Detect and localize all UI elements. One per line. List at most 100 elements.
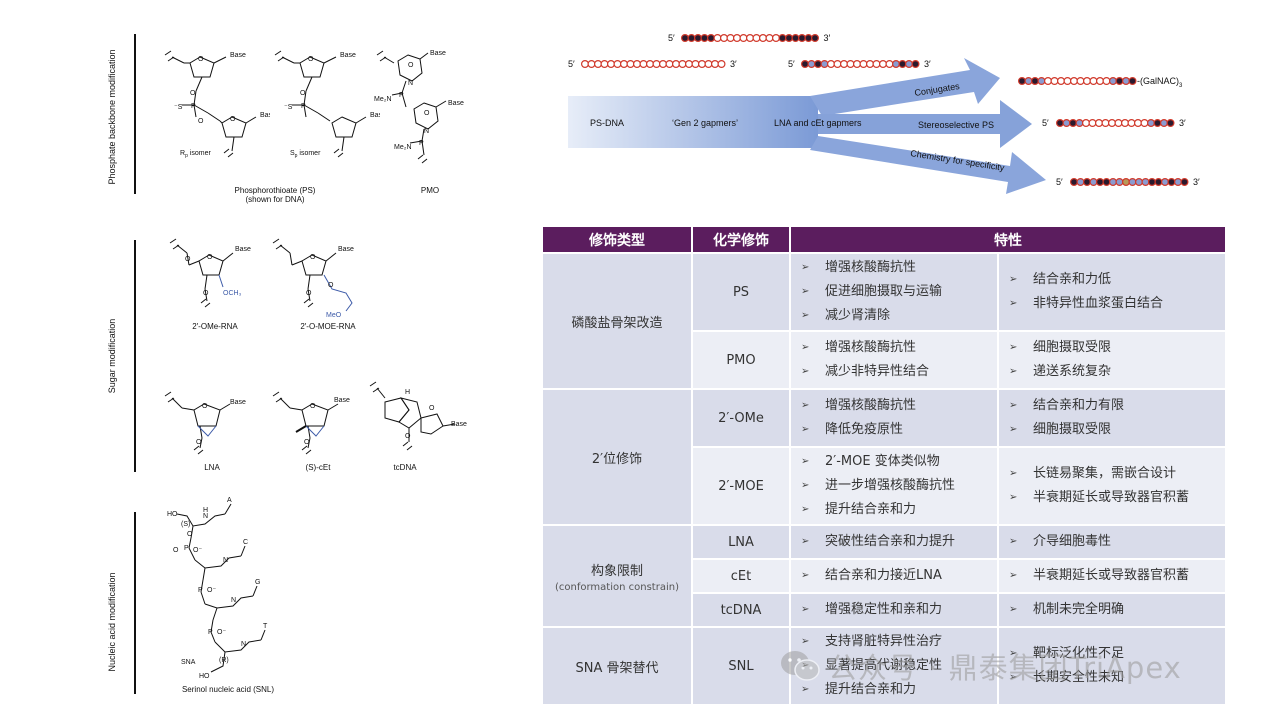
mod-type-cell: SNA 骨架替代 <box>543 628 691 704</box>
advantages-cell: ➢ 增强核酸酶抗性 ➢减少非特异性结合 <box>791 332 997 388</box>
table-row: PMO➢增强核酸酶抗性➢减少非特异性结合➢细胞摄取受限➢递送系统复杂 <box>543 332 1225 388</box>
nucleotide-bead <box>814 59 823 68</box>
bullet-arrow-icon: ➢ <box>801 286 810 297</box>
bullet-text: 降低免疫原性 <box>825 422 904 437</box>
snl-structure: HO (S) N H A O P O O⁻ N C P O⁻ N G P O⁻ … <box>167 497 268 680</box>
svg-text:P: P <box>198 587 203 594</box>
nucleotide-bead <box>1050 76 1059 85</box>
svg-text:G: G <box>255 579 260 586</box>
bullet-text: 减少肾清除 <box>825 308 891 323</box>
bullet-text: 介导细胞毒性 <box>1033 534 1112 549</box>
nucleotide-bead <box>680 34 689 43</box>
bullet-text: 提升结合亲和力 <box>825 502 917 517</box>
nucleotide-bead <box>1108 178 1117 187</box>
nucleotide-bead <box>726 34 735 43</box>
svg-text:⁻S: ⁻S <box>174 104 183 111</box>
bullet-arrow-icon: ➢ <box>1009 672 1018 683</box>
chem-mod-cell: 2′-MOE <box>693 448 789 524</box>
svg-text:P: P <box>419 140 424 147</box>
nucleotide-bead <box>1070 178 1079 187</box>
svg-text:Rp isomer: Rp isomer <box>180 150 211 159</box>
nucleotide-bead <box>866 59 875 68</box>
mod-type-sublabel: (conformation constrain) <box>555 581 679 593</box>
ps-caption: Phosphorothioate (PS) (shown for DNA) <box>234 186 316 204</box>
strand-psdna-3: 3′ <box>730 59 737 69</box>
svg-text:O: O <box>306 290 312 297</box>
table-row: 2′-MOE➢2′-MOE 变体类似物➢进一步增强核酸酶抗性➢提升结合亲和力➢长… <box>543 448 1225 524</box>
nucleotide-bead <box>1082 178 1091 187</box>
bullet-text: 提升结合亲和力 <box>825 682 917 697</box>
limitation-item: ➢细胞摄取受限 <box>1009 336 1225 360</box>
bullet-arrow-icon: ➢ <box>801 480 810 491</box>
nucleotide-bead <box>1094 118 1103 127</box>
svg-text:Sp isomer: Sp isomer <box>290 150 321 159</box>
advantages-cell: ➢结合亲和力接近LNA <box>791 560 997 592</box>
svg-text:Base: Base <box>260 112 270 119</box>
nucleotide-bead <box>713 34 722 43</box>
advantage-item: ➢突破性结合亲和力提升 <box>801 530 997 554</box>
nucleotide-bead <box>807 59 816 68</box>
ps-sp-structure: Base O O P ⁻S Base Sp isomer <box>274 50 380 159</box>
strand-psdna-5: 5′ <box>568 59 575 69</box>
advantage-item: ➢减少非特异性结合 <box>801 360 997 384</box>
nucleotide-bead <box>1031 76 1040 85</box>
mod-type-label: 磷酸盐骨架改造 <box>571 315 663 331</box>
bullet-text: 长链易聚集，需嵌合设计 <box>1033 466 1177 481</box>
advantage-item: ➢促进细胞摄取与运输 <box>801 280 997 304</box>
svg-text:Base: Base <box>230 399 246 406</box>
tcdna-structure: H O Base O <box>369 381 467 451</box>
limitations-cell: ➢结合亲和力低➢非特异性血浆蛋白结合 <box>999 254 1225 330</box>
bullet-arrow-icon: ➢ <box>801 636 810 647</box>
limitation-item: ➢非特异性血浆蛋白结合 <box>1009 292 1225 316</box>
moe-rna-structure: Base O O O MeO <box>272 238 354 319</box>
bullet-text: 靶标泛化性不足 <box>1033 646 1125 661</box>
nucleotide-bead <box>711 59 720 68</box>
svg-text:Base: Base <box>448 100 464 107</box>
nucleotide-bead <box>1167 178 1176 187</box>
advantage-item: ➢进一步增强核酸酶抗性 <box>801 474 997 498</box>
chem-mod-cell: PS <box>693 254 789 330</box>
limitations-cell: ➢细胞摄取受限➢ 递送系统复杂 <box>999 332 1225 388</box>
oligo-evolution-diagram: PS-DNA ‘Gen 2 gapmers’ LNA and cEt gapme… <box>568 33 1200 194</box>
nucleotide-bead <box>820 59 829 68</box>
ome-rna-structure: Base O O O OCH₃ <box>169 238 251 308</box>
bullet-arrow-icon: ➢ <box>801 504 810 515</box>
bullet-text: 增强核酸酶抗性 <box>825 340 917 355</box>
nucleotide-bead <box>1057 76 1066 85</box>
branch-arrow-stereo <box>818 100 1032 148</box>
strand-top <box>680 34 820 43</box>
svg-text:OCH₃: OCH₃ <box>223 290 242 297</box>
bullet-arrow-icon: ➢ <box>801 424 810 435</box>
wechat-icon <box>781 651 820 681</box>
limitations-cell: ➢靶标泛化性不足➢长期安全性未知 <box>999 628 1225 704</box>
lna-caption: LNA <box>204 463 220 472</box>
bullet-arrow-icon: ➢ <box>801 342 810 353</box>
nucleotide-bead <box>704 59 713 68</box>
bullet-arrow-icon: ➢ <box>1009 400 1018 411</box>
nucleotide-bead <box>1121 76 1130 85</box>
svg-text:O: O <box>310 403 316 410</box>
bullet-text: 增强稳定性和亲和力 <box>825 602 943 617</box>
pmo-structure: Base O N P Me₂N Base O N P Me₂N <box>374 50 464 164</box>
svg-text:P: P <box>208 629 213 636</box>
advantage-item: ➢增强核酸酶抗性 <box>801 256 997 280</box>
svg-text:O⁻: O⁻ <box>193 547 202 554</box>
nucleotide-bead <box>1101 118 1110 127</box>
strand-chem-3: 3′ <box>1193 177 1200 187</box>
svg-text:O: O <box>185 256 191 263</box>
cet-caption: (S)-cEt <box>305 463 331 472</box>
bullet-text: 增强核酸酶抗性 <box>825 398 917 413</box>
table-row: tcDNA➢增强稳定性和亲和力➢机制未完全明确 <box>543 594 1225 626</box>
nucleotide-bead <box>1037 76 1046 85</box>
nucleotide-bead <box>1180 178 1189 187</box>
bullet-text: 递送系统复杂 <box>1033 364 1112 379</box>
nucleotide-bead <box>1128 76 1137 85</box>
bullet-arrow-icon: ➢ <box>1009 342 1018 353</box>
nucleotide-bead <box>700 34 709 43</box>
nucleotide-bead <box>1153 118 1162 127</box>
bullet-text: 半衰期延长或导致器官积蓄 <box>1033 490 1190 505</box>
nucleotide-bead <box>1115 76 1124 85</box>
nucleotide-bead <box>626 59 635 68</box>
